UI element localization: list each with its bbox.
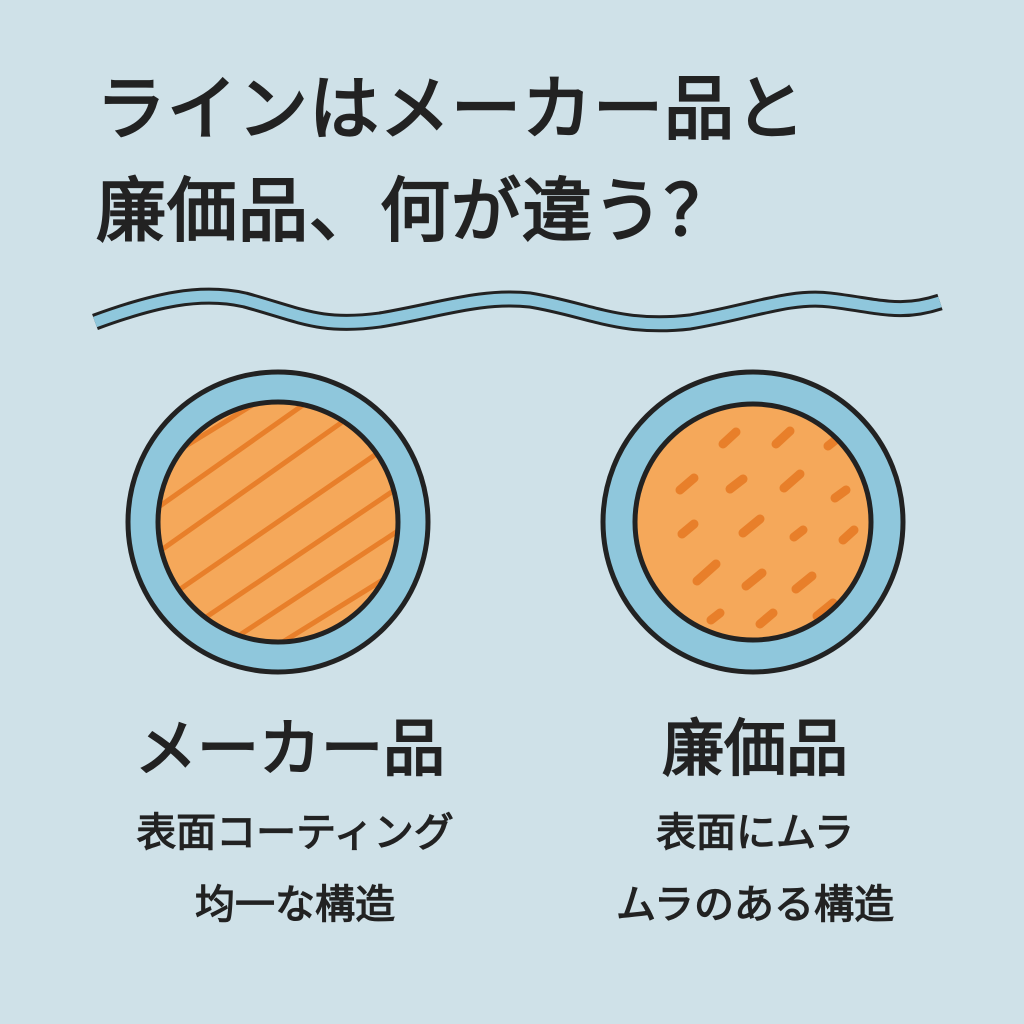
fishing-line-wave-icon [92,287,943,333]
cheap-line-cross-section-icon [600,369,906,675]
cheap-line-label: 廉価品 [661,712,848,785]
title-line-1: ラインはメーカー品と [96,68,806,150]
cheap-line-desc-2: ムラのある構造 [616,882,894,928]
brand-line-desc-2: 均一な構造 [195,882,395,928]
brand-line-cross-section-icon [125,369,431,675]
cheap-line-desc-1: 表面にムラ [656,810,854,856]
brand-line-label: メーカー品 [134,712,445,785]
page-title: ラインはメーカー品と 廉価品、何が違う？ [96,58,806,262]
brand-line-desc-1: 表面コーティング [136,810,454,856]
title-line-2: 廉価品、何が違う？ [96,170,735,252]
